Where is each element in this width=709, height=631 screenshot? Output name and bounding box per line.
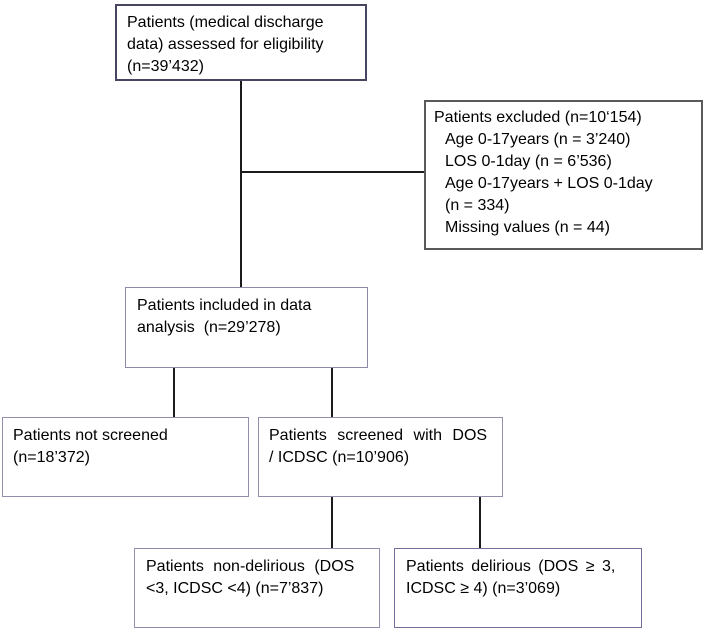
box-screened-line: / ICDSC (n=10’906) [269,449,410,466]
connector-screened-to-delirious [479,497,481,548]
box-non-delirious: Patients non-delirious (DOS <3, ICDSC <4… [134,548,380,628]
box-excluded-line: Age 0-17years (n = 3’240) [445,131,631,148]
box-included: Patients included in data analysis (n=29… [125,287,368,368]
box-included-line: analysis (n=29’278) [137,319,281,336]
box-not-screened: Patients not screened (n=18’372) [2,417,249,497]
box-eligibility: Patients (medical discharge data) assess… [115,4,367,81]
box-delirious: Patients delirious (DOS ≥ 3, ICDSC ≥ 4) … [394,548,642,628]
connector-eligibility-to-included [240,81,242,287]
box-excluded-line: (n = 334) [445,197,510,214]
box-excluded-line: Missing values (n = 44) [445,219,610,236]
box-screened-line: Patients screened with DOS [269,427,488,444]
box-excluded-line: Age 0-17years + LOS 0-1day [445,175,653,192]
box-eligibility-line: (n=39’432) [127,58,204,75]
box-eligibility-line: data) assessed for eligibility [127,36,324,53]
box-not-screened-line: (n=18’372) [13,449,90,466]
box-screened: Patients screened with DOS / ICDSC (n=10… [258,417,503,497]
connector-included-to-screened [331,368,333,417]
connector-screened-to-non-delirious [331,497,333,548]
box-included-line: Patients included in data [137,297,312,314]
box-delirious-line: Patients delirious (DOS ≥ 3, [406,558,616,575]
box-delirious-line: ICDSC ≥ 4) (n=3’069) [406,580,561,597]
box-excluded: Patients excluded (n=10‘154) Age 0-17yea… [424,100,703,250]
connector-branch-to-excluded [240,171,424,173]
box-not-screened-line: Patients not screened [13,427,168,444]
box-excluded-line: LOS 0-1day (n = 6’536) [445,153,612,170]
box-excluded-line: Patients excluded (n=10‘154) [434,109,642,126]
box-non-delirious-line: <3, ICDSC <4) (n=7’837) [146,580,324,597]
box-non-delirious-line: Patients non-delirious (DOS [146,558,355,575]
connector-included-to-not-screened [173,368,175,417]
box-eligibility-line: Patients (medical discharge [127,14,324,31]
